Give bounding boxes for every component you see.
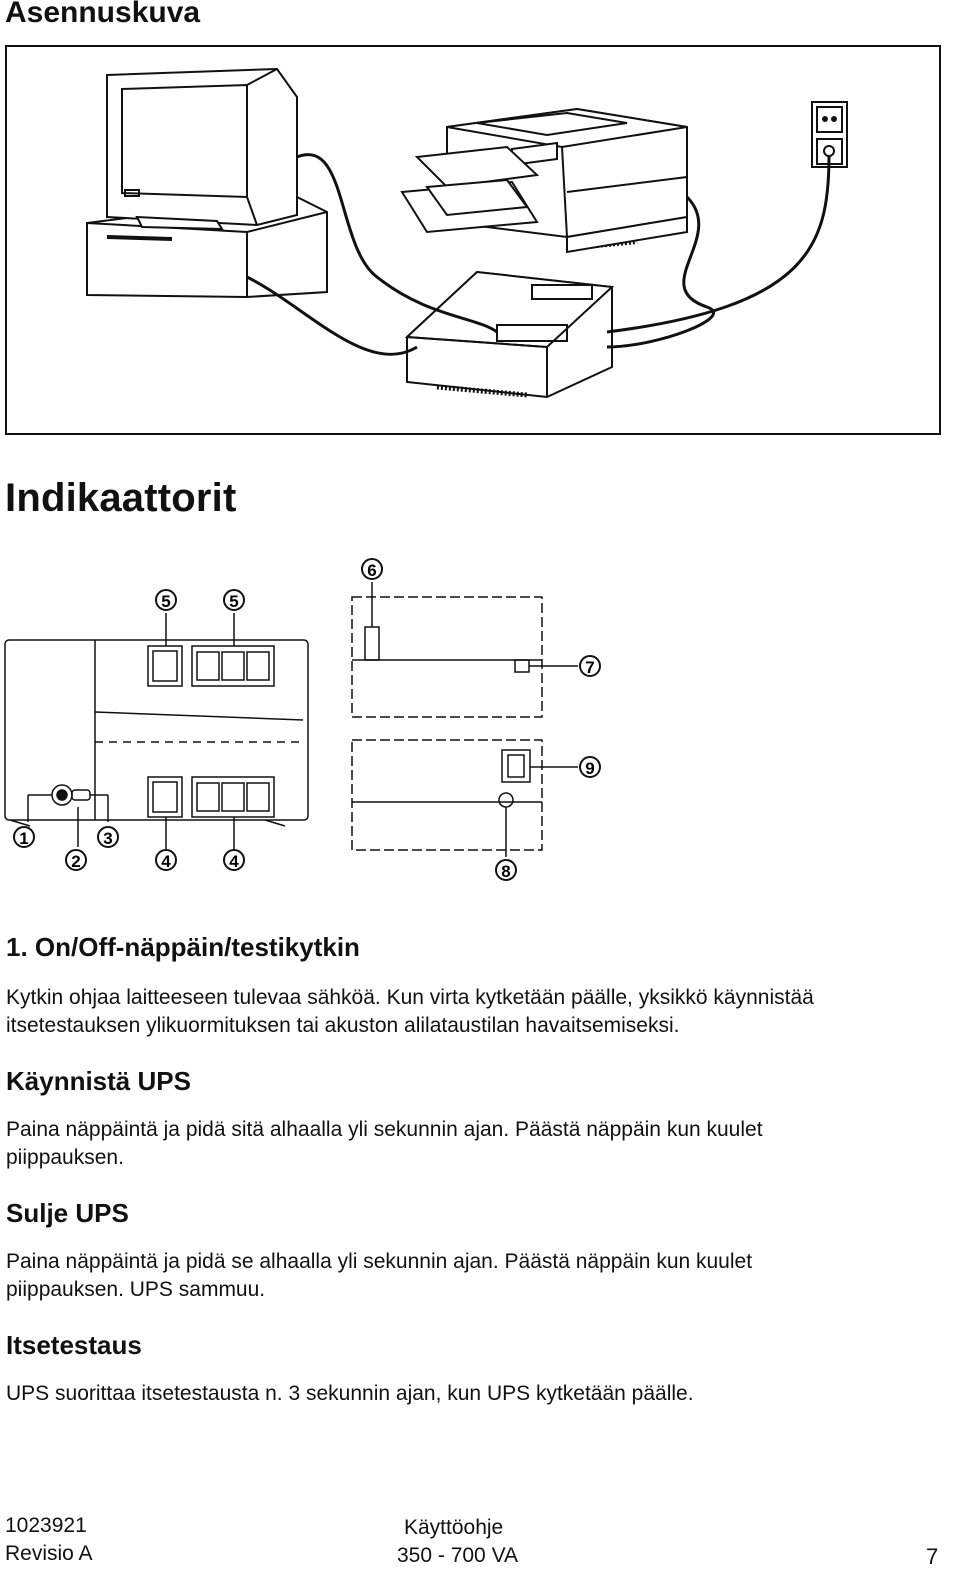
start-ups-text-line1: Paina näppäintä ja pidä sitä alhaalla yl…: [6, 1118, 763, 1141]
page-number: 7: [926, 1544, 939, 1569]
callout-5a: 5: [155, 589, 177, 611]
printer-icon: [400, 107, 688, 254]
computer-icon: [86, 67, 328, 299]
callout-4b: 4: [223, 849, 245, 871]
section1-text-line1: Kytkin ohjaa laitteeseen tulevaa sähköä.…: [6, 986, 814, 1009]
callout-group: 1 2 3 4 4 5 5 6 7 8 9: [13, 558, 601, 881]
callout-6: 6: [361, 558, 383, 580]
shutdown-ups-text-line1: Paina näppäintä ja pidä se alhaalla yli …: [6, 1250, 753, 1273]
start-ups-text-line2: piippauksen.: [6, 1146, 124, 1169]
svg-text:4: 4: [229, 852, 239, 871]
callout-4a: 4: [155, 849, 177, 871]
footer-model: 350 - 700 VA: [397, 1544, 519, 1567]
ups-side-view-bottom: [351, 739, 543, 851]
ups-back-panel: [4, 639, 309, 827]
callout-2: 2: [65, 849, 87, 871]
self-test-text-line1: UPS suorittaa itsetestausta n. 3 sekunni…: [6, 1382, 694, 1405]
callout-9: 9: [579, 756, 601, 778]
installation-drawing: [86, 67, 848, 399]
shutdown-ups-text-line2: piippauksen. UPS sammuu.: [6, 1278, 266, 1301]
svg-text:2: 2: [71, 852, 80, 871]
section1-text-line2: itsetestauksen ylikuormituksen tai akust…: [6, 1014, 680, 1037]
ups-side-view-top: [351, 596, 543, 718]
callout-5b: 5: [223, 589, 245, 611]
self-test-title: Itsetestaus: [6, 1330, 142, 1360]
svg-text:1: 1: [19, 829, 28, 848]
svg-text:6: 6: [367, 561, 376, 580]
indicators-heading: Indikaattorit: [5, 476, 237, 520]
footer-manual: Käyttöohje: [404, 1516, 504, 1539]
callout-3: 3: [97, 826, 119, 848]
svg-text:9: 9: [585, 759, 594, 778]
svg-text:5: 5: [161, 592, 170, 611]
start-ups-title: Käynnistä UPS: [6, 1066, 191, 1096]
indicators-diagram: 1 2 3 4 4 5 5 6 7 8 9: [4, 558, 601, 881]
svg-text:3: 3: [103, 829, 112, 848]
svg-text:5: 5: [229, 592, 238, 611]
section1-title: 1. On/Off-näppäin/testikytkin: [6, 932, 360, 962]
shutdown-ups-title: Sulje UPS: [6, 1198, 129, 1228]
installation-heading: Asennuskuva: [5, 0, 201, 29]
footer-doc-number: 1023921: [5, 1514, 87, 1537]
callout-1: 1: [13, 826, 35, 848]
svg-text:4: 4: [161, 852, 171, 871]
ups-icon: [404, 270, 615, 399]
svg-text:8: 8: [501, 862, 510, 881]
installation-figure: [5, 45, 941, 435]
callout-7: 7: [579, 655, 601, 677]
svg-text:7: 7: [585, 658, 594, 677]
footer-revision: Revisio A: [5, 1542, 93, 1565]
callout-8: 8: [495, 859, 517, 881]
